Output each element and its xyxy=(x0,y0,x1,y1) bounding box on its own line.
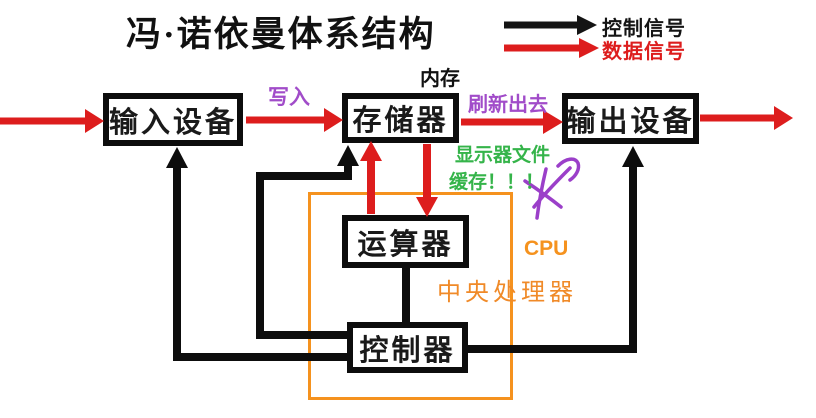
memory-label: 存储器 xyxy=(352,105,449,137)
memory-tag-label: 内存 xyxy=(420,68,460,90)
data-arrow-input-to-memory xyxy=(246,108,343,132)
input-device-box: 输入设备 xyxy=(103,93,243,146)
legend-data-arrow-icon xyxy=(504,38,599,58)
cpu-label: CPU xyxy=(524,237,569,260)
alu-box: 运算器 xyxy=(342,215,469,268)
display-file-label: 显示器文件 xyxy=(455,145,551,166)
legend-control-arrow-icon xyxy=(504,15,597,35)
output-device-box: 输出设备 xyxy=(562,93,699,144)
output-device-label: 输出设备 xyxy=(566,105,695,138)
legend-control-label: 控制信号 xyxy=(602,18,686,40)
central-processor-label: 中央处理器 xyxy=(437,280,577,306)
data-arrow-into-input xyxy=(0,109,104,133)
control-unit-box: 控制器 xyxy=(347,322,468,373)
control-unit-label: 控制器 xyxy=(359,334,456,367)
input-device-label: 输入设备 xyxy=(109,106,238,139)
write-label: 写入 xyxy=(268,86,310,109)
cache-label: 缓存！！！ xyxy=(449,172,545,193)
legend-data-label: 数据信号 xyxy=(602,41,686,63)
refresh-out-label: 刷新出去 xyxy=(468,94,548,116)
data-arrow-out-of-output xyxy=(700,106,793,130)
alu-label: 运算器 xyxy=(357,228,454,261)
page-title: 冯·诺依曼体系结构 xyxy=(126,15,436,54)
memory-box: 存储器 xyxy=(342,93,459,143)
